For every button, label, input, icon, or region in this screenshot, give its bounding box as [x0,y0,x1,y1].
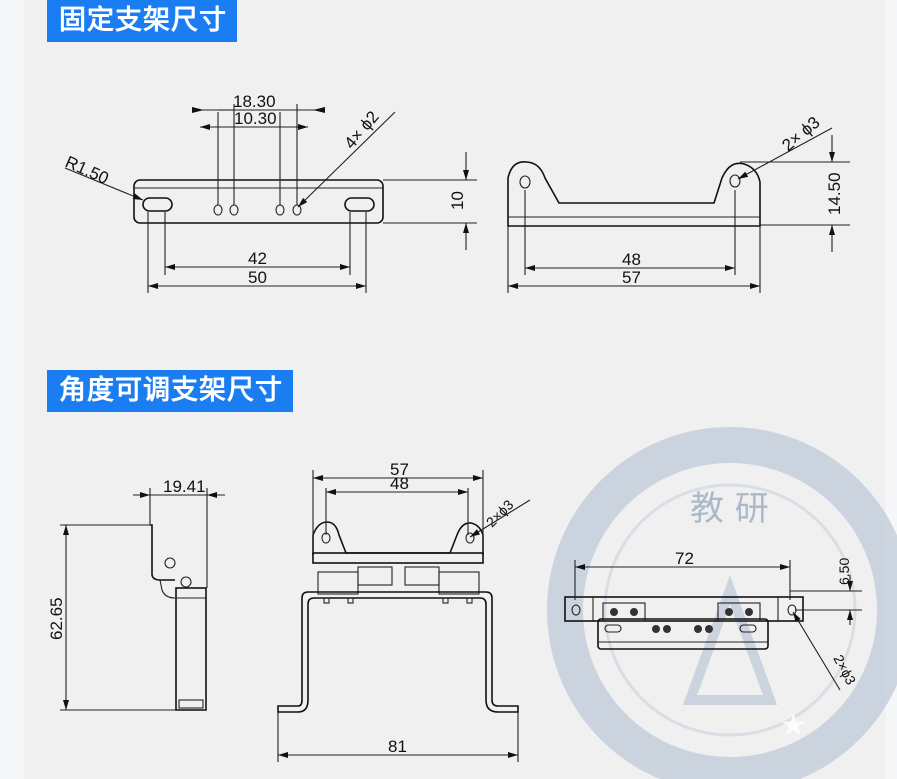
dim-offset: 19.41 [163,477,206,496]
adjustable-bracket-front-view: 57 48 2×ϕ3 81 [277,460,531,762]
adjustable-bracket-side-view: 19.41 62.65 [47,477,225,711]
fixed-bracket-side-view: 2× ϕ3 14.50 48 57 [507,113,850,293]
svg-text:★: ★ [780,708,807,743]
dim-height-adjustable: 62.65 [47,597,66,640]
section-title-adjustable-bracket: 角度可调支架尺寸 [47,370,293,412]
dim-hole-span-side: 48 [622,250,641,269]
dim-hole-span-front: 48 [390,474,409,493]
adjustable-bracket-top-view: 72 6.50 2×ϕ3 [564,549,862,691]
watermark-text: 教 研 [690,489,769,529]
dim-hole-span-inner: 10.30 [234,109,277,128]
dim-hole-span-outer: 18.30 [233,92,276,111]
dim-height-side: 14.50 [825,172,844,215]
dim-slot-span: 42 [248,249,267,268]
dim-offset-top: 6.50 [836,558,852,585]
dim-hole-note-front: 2×ϕ3 [483,496,517,530]
dim-slot-radius: R1.50 [62,152,111,188]
dim-hole-note-side: 2× ϕ3 [778,113,823,155]
section-title-fixed-bracket: 固定支架尺寸 [47,0,237,42]
dim-width-side: 57 [622,268,641,287]
dim-width: 50 [248,268,267,287]
fixed-bracket-front-view: 18.30 10.30 4× ϕ2 R1.50 10 42 50 [62,92,477,293]
dim-height: 10 [448,191,467,210]
dim-length: 72 [675,549,694,568]
dim-base-width: 81 [388,737,407,756]
dim-width-top: 57 [390,460,409,479]
